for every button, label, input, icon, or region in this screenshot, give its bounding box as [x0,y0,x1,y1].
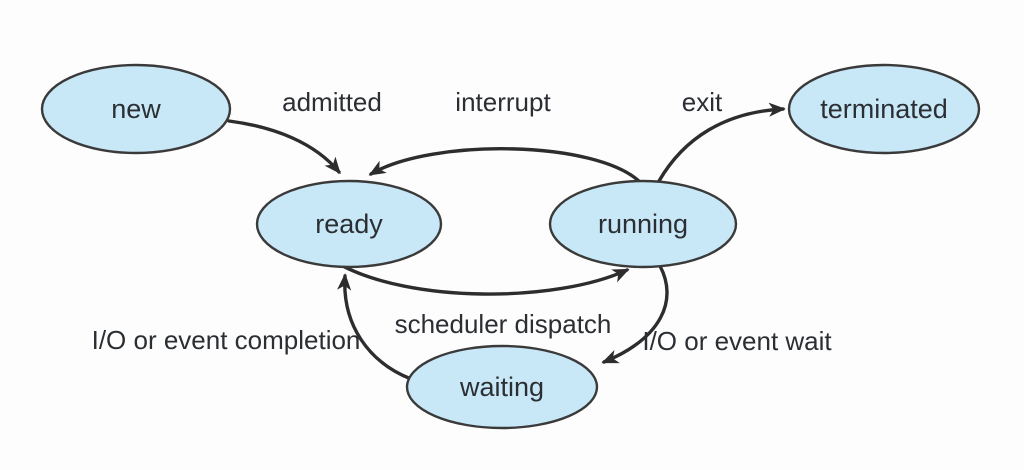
transition-admitted: admitted [227,87,382,175]
state-waiting-label: waiting [459,372,544,402]
admitted-arrow [227,119,341,175]
exit-arrow [657,102,786,183]
state-new-label: new [111,94,161,124]
admitted-label: admitted [282,87,382,117]
state-ready-ellipse [255,179,443,269]
io-completion-arrow [337,273,413,381]
state-waiting: waiting [405,344,599,430]
interrupt-label: interrupt [455,87,551,117]
transition-io-completion: I/O or event completion [92,273,413,381]
exit-label: exit [682,87,723,117]
transition-io-wait: I/O or event wait [601,264,832,364]
scheduler-dispatch-label: scheduler dispatch [395,309,612,339]
io-wait-label: I/O or event wait [642,326,832,356]
state-running-label: running [598,209,688,239]
scheduler-dispatch-arrow [337,262,630,296]
state-running-ellipse [548,179,738,269]
transition-exit: exit [657,87,786,183]
state-ready: ready [255,179,443,269]
state-new: new [40,63,232,155]
transition-interrupt: interrupt [368,87,643,185]
state-running: running [548,179,738,269]
io-completion-label: I/O or event completion [92,325,361,355]
state-ready-label: ready [315,209,383,239]
state-terminated: terminated [787,63,981,155]
state-terminated-ellipse [787,63,981,155]
interrupt-arrow [368,147,643,185]
io-wait-arrow [601,264,669,364]
state-new-ellipse [40,63,232,155]
transition-scheduler-dispatch: scheduler dispatch [337,262,630,339]
state-terminated-label: terminated [820,94,948,124]
state-waiting-ellipse [405,344,599,430]
